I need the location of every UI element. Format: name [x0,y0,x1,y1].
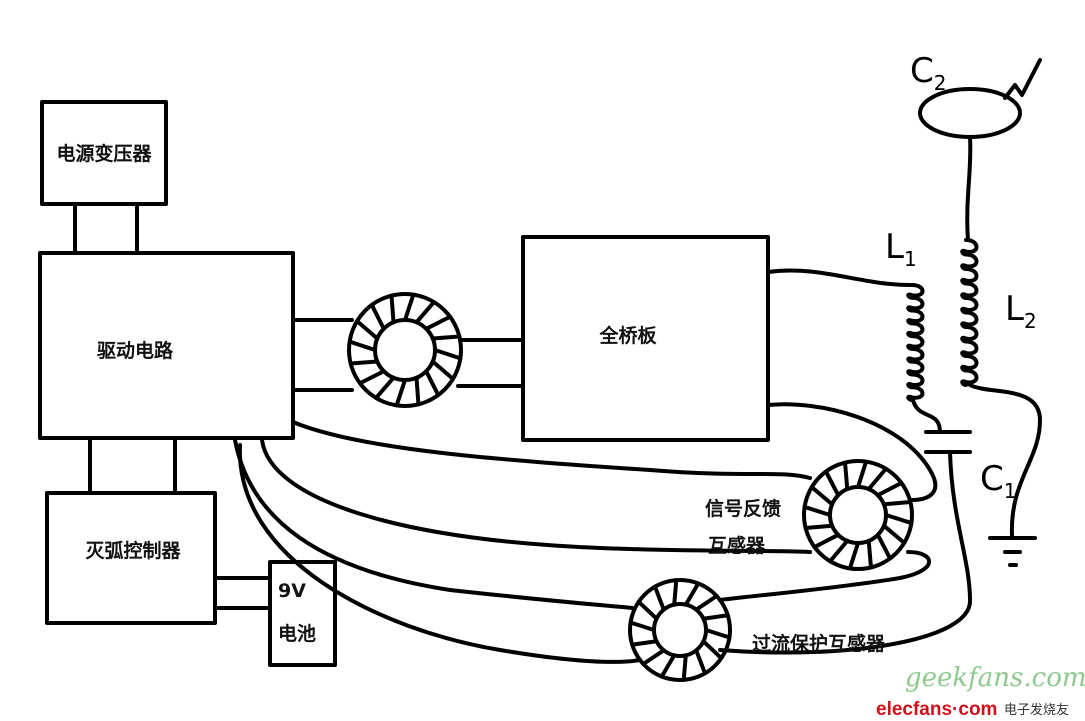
toroid-winding [683,581,701,607]
arc-controller-block: 灭弧控制器 [45,491,217,625]
full-bridge-label: 全桥板 [598,324,657,347]
toroid-winding [430,359,455,381]
primary-coil-l1 [906,283,925,402]
toroid-winding [694,594,719,612]
arc-controller-label: 灭弧控制器 [84,539,181,562]
toroid-winding [823,469,841,498]
battery-block: 9V 电池 [268,560,337,667]
battery-voltage-label: 9V [278,580,306,602]
toroid-winding [653,584,666,612]
overcurrent-ct-label: 过流保护互感器 [752,632,886,655]
battery-label: 电池 [278,622,316,645]
coil-path [960,238,979,387]
toroid-winding [430,334,462,341]
secondary-coil-l2 [960,238,979,387]
c2-to-l2-wire [965,135,973,242]
toroid-winding [414,300,436,325]
overcurrent-wire-bottom [237,443,642,664]
toroid-winding [424,314,453,331]
toroid-winding [347,339,377,352]
drive-to-gdt-wires [291,318,354,392]
toroid-winding [802,504,832,517]
toroid-winding [803,523,835,530]
drive-circuit-label: 驱动电路 [97,339,174,362]
power-transformer-label: 电源变压器 [56,142,152,165]
toroid-winding [389,293,396,325]
full-bridge-block: 全桥板 [521,235,770,442]
toroid-winding [809,485,835,507]
toroid-winding [884,513,914,526]
power-transformer-block: 电源变压器 [40,100,168,206]
toroid-winding [866,466,888,492]
signal-feedback-label-2: 互感器 [708,534,766,557]
coil-path [906,283,925,402]
toroid-winding [414,375,421,407]
toroid-winding [843,460,850,492]
ground-symbol [988,536,1037,567]
toroid-winding [424,369,441,398]
toroid-winding [374,375,396,400]
toroid-winding [630,639,659,647]
toroid-winding [847,541,860,571]
feedback-wire-bottom [260,438,812,554]
toroid-winding [866,538,873,570]
toroid-winding [628,620,656,632]
toroid-winding [403,292,416,322]
toroid-winding [881,500,913,507]
toroid-winding [394,378,407,408]
drive-to-controller-wires [88,436,177,495]
toroid-winding [659,653,677,679]
toroid-winding [641,648,666,666]
feedback-wire-top [291,420,812,480]
toroid-winding [357,369,386,386]
c1-label: C1 [980,459,1016,503]
transformer-wires [73,202,139,255]
watermark-cn: 电子发烧友 [1004,702,1069,718]
watermark-bg: geekfans.com [905,663,1085,693]
c1-capacitor [718,398,973,655]
toroid-winding [348,359,380,366]
toroid-winding [701,613,730,621]
toroid-winding [875,532,893,561]
toroid-winding [694,648,707,676]
toroid-winding [369,302,386,331]
toroid-winding [433,348,463,361]
signal-feedback-ct-toroid [802,459,914,571]
watermark: geekfans.com elecfans·com 电子发烧友 [876,663,1085,720]
watermark-site: elecfans·com [876,699,997,720]
c2-label: C2 [910,51,946,95]
l1-label: L1 [885,227,917,271]
toroid-winding [704,628,732,640]
spark-arc [1003,58,1042,100]
toroid-winding [636,599,659,621]
l2-label: L2 [1005,289,1037,333]
signal-feedback-label-1: 信号反馈 [705,497,781,520]
toroid-winding [681,653,688,682]
overcurrent-ct-toroid [628,578,732,682]
gdt-to-bridge-wires [456,338,525,388]
toroid-winding [812,532,841,550]
toroid-winding [828,538,850,564]
feedback-primary-wire [718,550,932,602]
toroid-winding [875,480,904,498]
toroid-winding [355,319,380,341]
toroid-winding [881,523,907,545]
overcurrent-wire-top [233,438,634,610]
drive-circuit-block: 驱动电路 [38,251,295,440]
primary-return-wire [766,402,938,502]
ground-wire [968,383,1042,537]
bridge-to-l1-wire [766,268,912,287]
toroid-winding [672,578,679,607]
gate-drive-transformer-toroid [347,292,463,408]
toroid-winding [856,459,869,489]
battery-wires [213,576,272,610]
toroid-winding [701,639,724,661]
